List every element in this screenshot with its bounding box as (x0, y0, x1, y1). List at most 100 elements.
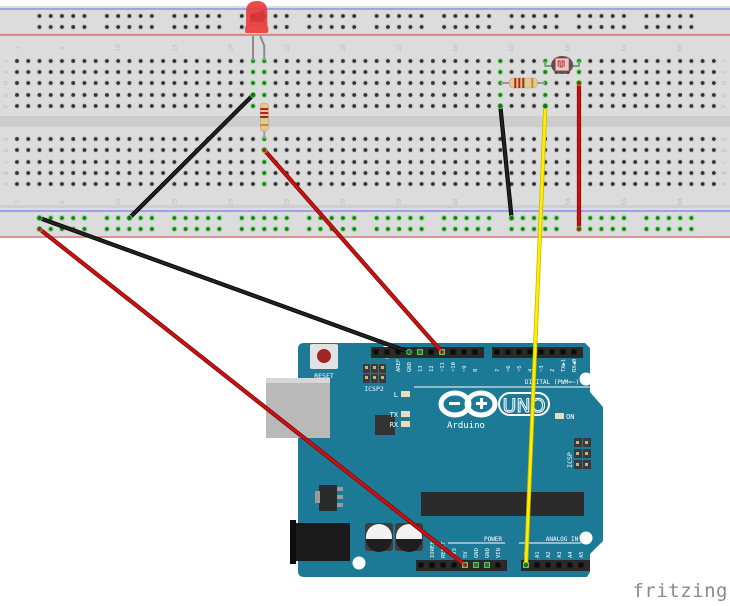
column-number-label: 45 (509, 198, 516, 206)
reset-button-cap[interactable] (317, 349, 331, 363)
wire-endpoint[interactable] (508, 214, 515, 221)
hole-dot (689, 81, 694, 85)
power-pin[interactable] (495, 562, 501, 568)
digital-left-pin[interactable] (417, 349, 423, 355)
digital-left-pin[interactable] (450, 349, 456, 355)
wire-endpoint[interactable] (126, 214, 133, 221)
digital-right-pin[interactable] (494, 349, 500, 355)
terminal-hole (497, 169, 504, 177)
terminal-hole (126, 91, 133, 99)
hole-dot (183, 70, 188, 74)
wire-endpoint[interactable] (438, 348, 445, 355)
digital-left-pin[interactable] (373, 349, 379, 355)
wire-red[interactable] (261, 146, 445, 355)
row-letter-label: J (721, 59, 728, 63)
hole-dot (116, 160, 121, 164)
hole-dot (71, 216, 76, 220)
wire-core[interactable] (38, 227, 467, 567)
wire-endpoint[interactable] (36, 225, 43, 232)
hole-dot (397, 14, 402, 18)
analog-pin[interactable] (556, 562, 562, 568)
terminal-hole (13, 79, 21, 87)
row-letter-label: E (3, 137, 10, 141)
terminal-hole (227, 135, 234, 143)
wire-red[interactable] (36, 225, 468, 569)
power-rail-hole (373, 214, 380, 222)
hole-dot (363, 137, 368, 141)
digital-left-pin[interactable] (428, 349, 434, 355)
hole-dot (37, 104, 42, 108)
digital-left-pin[interactable] (461, 349, 467, 355)
wire-endpoint[interactable] (461, 562, 468, 569)
wire-endpoint[interactable] (261, 146, 268, 153)
hole-dot (700, 59, 705, 63)
terminal-hole (632, 180, 639, 188)
hole-dot (667, 81, 671, 85)
power-pin[interactable] (440, 562, 446, 568)
hole-dot (296, 160, 300, 164)
wire-endpoint[interactable] (523, 562, 530, 569)
wire-black[interactable] (126, 92, 257, 221)
power-pin[interactable] (429, 562, 435, 568)
terminal-hole (362, 79, 369, 87)
wire-core[interactable] (262, 148, 444, 354)
hole-dot (284, 148, 289, 152)
digital-left-pin[interactable] (395, 349, 401, 355)
wire-endpoint[interactable] (576, 225, 583, 232)
hole-dot (228, 148, 233, 152)
hole-dot (464, 81, 469, 85)
wire-endpoint[interactable] (497, 103, 504, 110)
hole-dot (228, 182, 233, 186)
wire-core[interactable] (524, 104, 547, 567)
terminal-hole (530, 57, 538, 65)
terminal-hole (339, 180, 347, 188)
hole-dot (520, 70, 525, 74)
wire-endpoint[interactable] (250, 92, 257, 99)
column-number-label: 40 (452, 44, 459, 52)
analog-pin[interactable] (534, 562, 540, 568)
hole-dot (48, 160, 53, 164)
digital-left-pin[interactable] (472, 349, 478, 355)
wire-yellow[interactable] (523, 103, 549, 569)
terminal-hole (47, 91, 54, 99)
wire-core[interactable] (38, 216, 411, 354)
terminal-hole (620, 102, 628, 110)
digital-right-pin[interactable] (505, 349, 511, 355)
analog-pin[interactable] (567, 562, 573, 568)
hole-dot (565, 171, 570, 175)
wire-black[interactable] (497, 103, 515, 221)
digital-right-pin[interactable] (538, 349, 544, 355)
analog-pin[interactable] (545, 562, 551, 568)
power-rail-hole (553, 12, 560, 20)
terminal-hole (519, 102, 526, 110)
wire-core[interactable] (499, 104, 513, 220)
hole-dot (532, 160, 536, 164)
terminal-hole (452, 135, 459, 143)
wire-endpoint[interactable] (542, 103, 549, 110)
power-pin[interactable] (451, 562, 457, 568)
digital-right-pin[interactable] (549, 349, 555, 355)
digital-right-pin[interactable] (571, 349, 577, 355)
wire-black[interactable] (36, 214, 412, 355)
power-rail-hole (688, 23, 695, 31)
power-pin[interactable] (418, 562, 424, 568)
wire-endpoint[interactable] (36, 214, 43, 221)
wire-red[interactable] (576, 80, 583, 232)
digital-right-pin[interactable] (516, 349, 522, 355)
wire-core[interactable] (128, 93, 255, 220)
hole-dot (48, 227, 53, 231)
digital-left-pin[interactable] (384, 349, 390, 355)
wire-endpoint[interactable] (405, 348, 412, 355)
hole-dot (487, 160, 491, 164)
terminal-hole (148, 169, 155, 177)
digital-right-pin[interactable] (527, 349, 533, 355)
reset-button[interactable] (310, 344, 338, 369)
terminal-hole (665, 146, 673, 154)
analog-pin[interactable] (578, 562, 584, 568)
power-rail-hole (396, 23, 403, 31)
power-pin[interactable] (473, 562, 479, 568)
wire-endpoint[interactable] (576, 80, 583, 87)
digital-right-pin[interactable] (560, 349, 566, 355)
power-pin[interactable] (484, 562, 490, 568)
